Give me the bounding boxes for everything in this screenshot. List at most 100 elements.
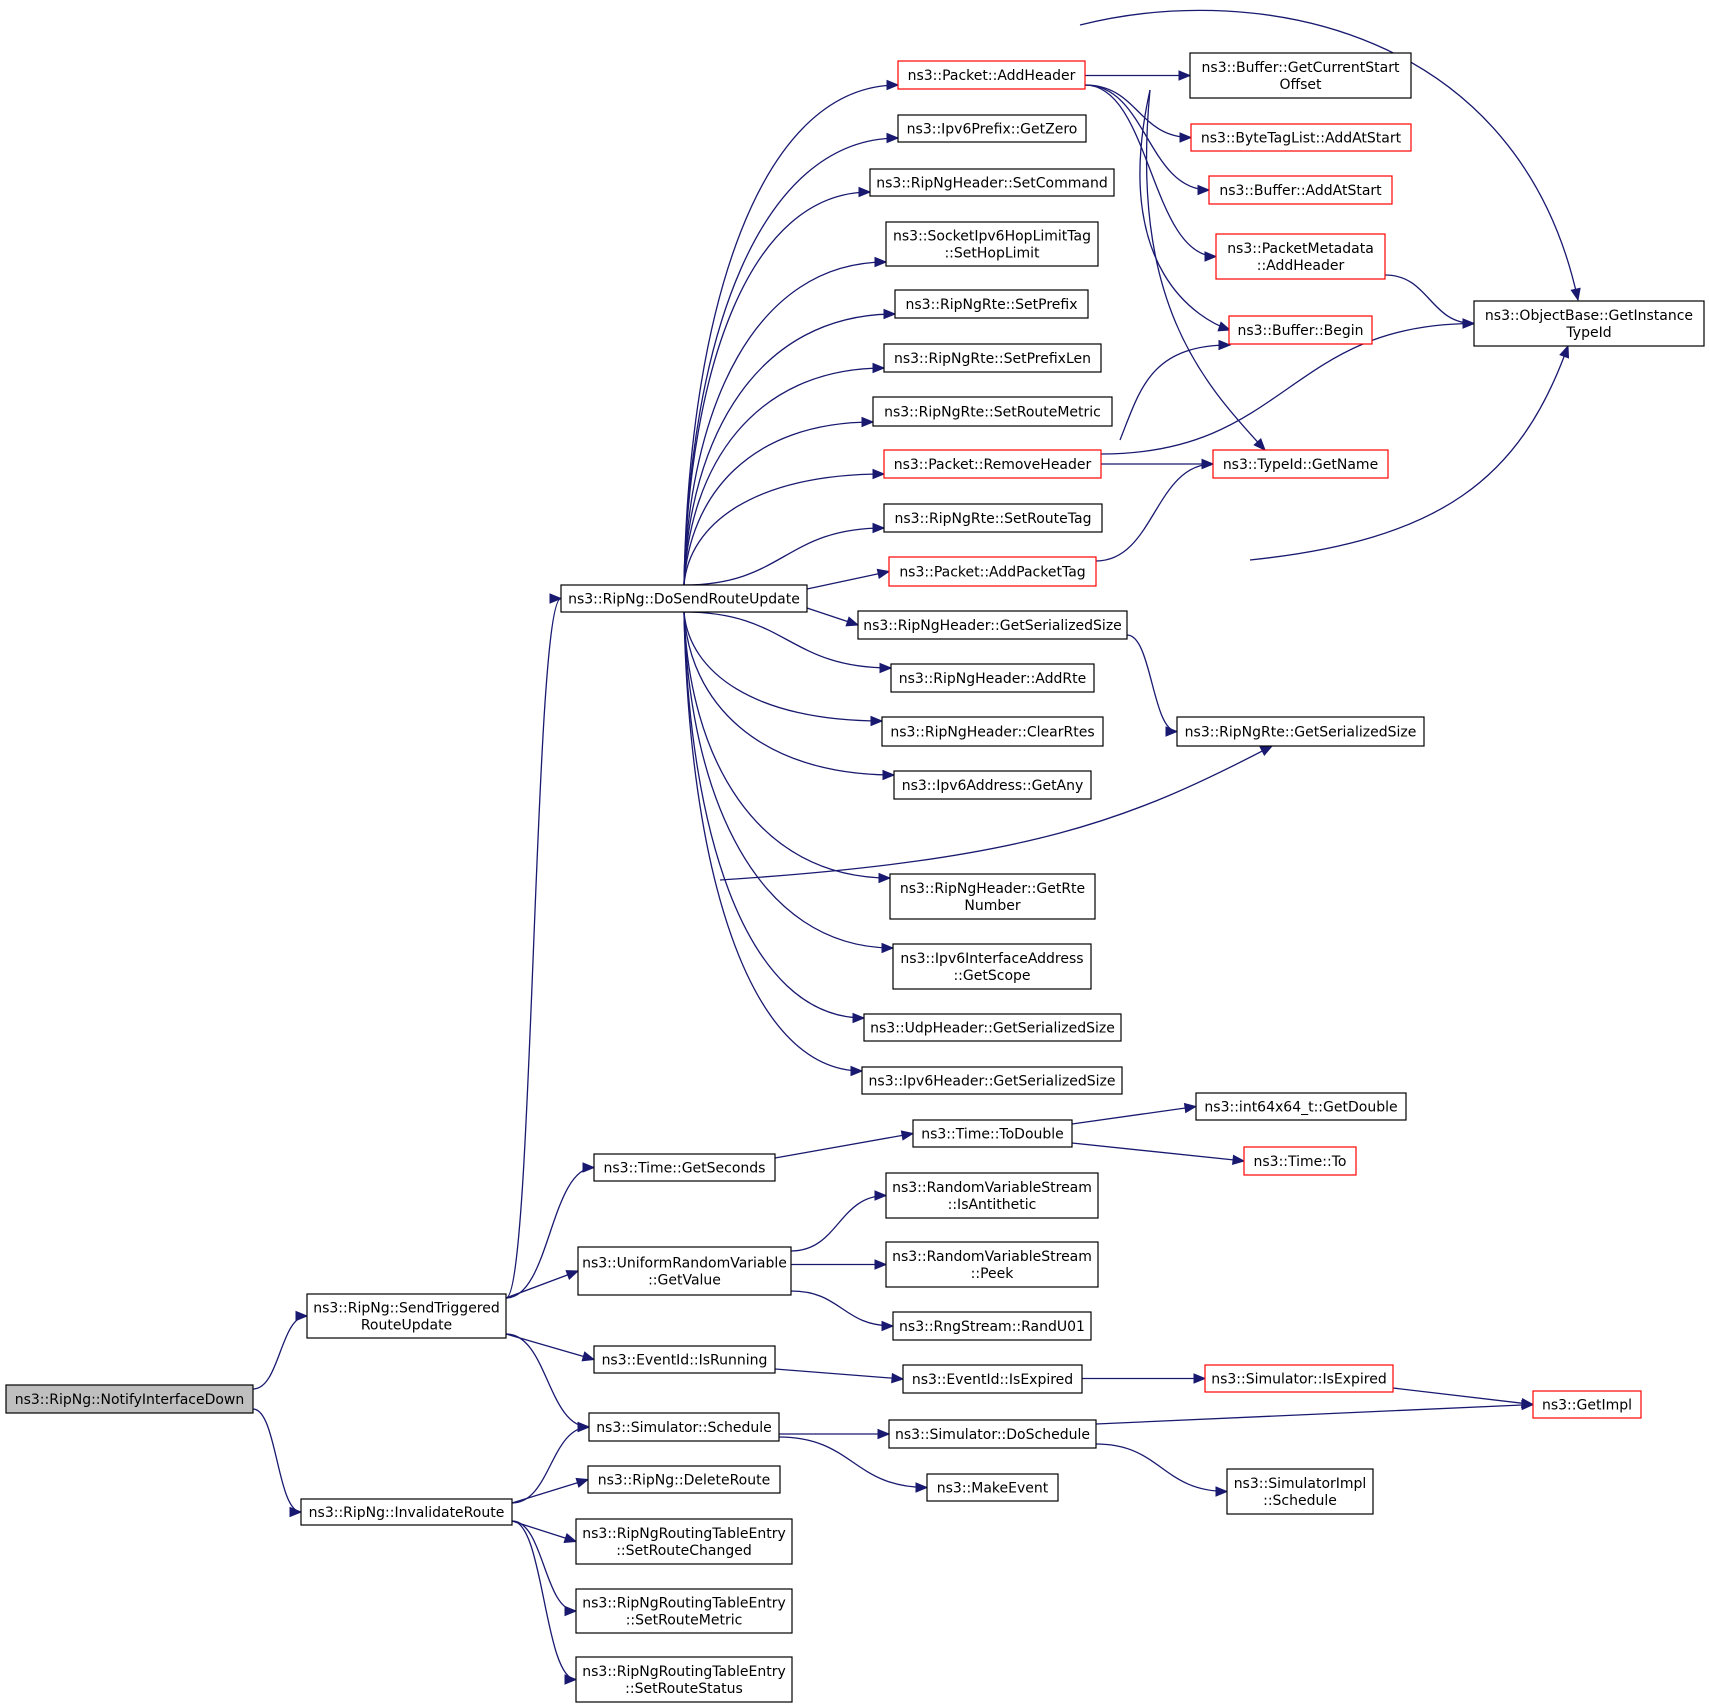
edge-doSend-to-addHeader [683, 79, 900, 586]
edge-notify-to-sendTriggered [252, 1310, 309, 1390]
edge-doSend-to-getRteNumber [683, 611, 892, 884]
edge-line [511, 1520, 577, 1681]
node-setCommand[interactable]: ns3::RipNgHeader::SetCommand [869, 168, 1115, 197]
node-box [857, 610, 1128, 640]
node-doSchedule[interactable]: ns3::Simulator::DoSchedule [888, 1419, 1097, 1449]
edge-arrowhead [874, 256, 888, 268]
node-makeEvent[interactable]: ns3::MakeEvent [926, 1473, 1059, 1502]
edge-line [1126, 634, 1178, 733]
node-randU01[interactable]: ns3::RngStream::RandU01 [892, 1311, 1092, 1341]
edge-doSend-to-setHopLimit [683, 256, 888, 586]
edge-arrowhead [883, 308, 897, 320]
node-box [560, 584, 808, 613]
node-notify[interactable]: ns3::RipNg::NotifyInterfaceDown [5, 1384, 254, 1414]
node-box [883, 343, 1102, 373]
edge-doSend-to-clearRtes [683, 611, 884, 727]
node-implSchedule[interactable]: ns3::SimulatorImpl::Schedule [1226, 1468, 1374, 1515]
node-getDouble[interactable]: ns3::int64x64_t::GetDouble [1195, 1092, 1407, 1121]
node-setRouteStatus[interactable]: ns3::RipNgRoutingTableEntry::SetRouteSta… [575, 1656, 793, 1703]
node-uniformGetValue[interactable]: ns3::UniformRandomVariable::GetValue [577, 1246, 792, 1296]
edge-simIsExpired-to-getImpl [1392, 1387, 1535, 1409]
node-box [883, 449, 1102, 479]
node-peek[interactable]: ns3::RandomVariableStream::Peek [885, 1241, 1099, 1288]
node-clearRtes[interactable]: ns3::RipNgHeader::ClearRtes [881, 716, 1104, 747]
node-box [912, 1119, 1073, 1148]
node-label: ns3::RipNgHeader::GetSerializedSize [863, 618, 1122, 634]
edge-arrowhead [886, 132, 900, 144]
node-setPrefix[interactable]: ns3::RipNgRte::SetPrefix [894, 289, 1089, 319]
node-getSeconds[interactable]: ns3::Time::GetSeconds [593, 1153, 776, 1182]
node-box [593, 1345, 776, 1374]
edge-line [1139, 89, 1231, 331]
node-label: ns3::RipNgRte::SetPrefixLen [894, 351, 1091, 367]
node-label: RouteUpdate [361, 1318, 452, 1334]
node-label: ::SetRouteMetric [626, 1613, 743, 1629]
node-byteTagAddAtStart[interactable]: ns3::ByteTagList::AddAtStart [1190, 123, 1412, 152]
node-label: TypeId [1565, 325, 1611, 341]
node-getScope[interactable]: ns3::Ipv6InterfaceAddress::GetScope [892, 943, 1092, 990]
node-simSchedule[interactable]: ns3::Simulator::Schedule [588, 1412, 780, 1442]
node-setRouteTag[interactable]: ns3::RipNgRte::SetRouteTag [883, 503, 1103, 533]
node-ipv6GetSerialized[interactable]: ns3::Ipv6Header::GetSerializedSize [861, 1066, 1123, 1095]
edge-line [683, 261, 887, 586]
edge-sendTriggered-to-uniformGetValue [505, 1270, 580, 1299]
node-setRouteMetricRte[interactable]: ns3::RipNgRte::SetRouteMetric [872, 396, 1113, 427]
node-pmAddHeader[interactable]: ns3::PacketMetadata::AddHeader [1215, 233, 1386, 280]
node-getZero[interactable]: ns3::Ipv6Prefix::GetZero [897, 114, 1087, 143]
node-addHeader[interactable]: ns3::Packet::AddHeader [897, 60, 1086, 90]
edge-line [774, 1132, 914, 1159]
node-isAntithetic[interactable]: ns3::RandomVariableStream::IsAntithetic [885, 1172, 1099, 1219]
node-invalidate[interactable]: ns3::RipNg::InvalidateRoute [300, 1498, 513, 1526]
node-isRunning[interactable]: ns3::EventId::IsRunning [593, 1345, 776, 1374]
edge-doSend-to-setRouteMetricRte [683, 416, 875, 586]
node-setHopLimit[interactable]: ns3::SocketIpv6HopLimitTag::SetHopLimit [885, 221, 1099, 267]
node-simIsExpired[interactable]: ns3::Simulator::IsExpired [1204, 1364, 1394, 1393]
node-label: ::GetValue [648, 1273, 721, 1289]
node-label: ns3::Simulator::DoSchedule [895, 1427, 1090, 1443]
node-getImpl[interactable]: ns3::GetImpl [1532, 1390, 1642, 1419]
node-box [890, 663, 1095, 693]
node-bufBegin[interactable]: ns3::Buffer::Begin [1228, 315, 1373, 345]
node-hdrGetSerialized[interactable]: ns3::RipNgHeader::GetSerializedSize [857, 610, 1128, 640]
edge-arrowhead [874, 1190, 888, 1201]
node-setPrefixLen[interactable]: ns3::RipNgRte::SetPrefixLen [883, 343, 1102, 373]
node-rteGetSerialized[interactable]: ns3::RipNgRte::GetSerializedSize [1176, 716, 1425, 747]
edge-removeHeader-to-bufBegin [1119, 339, 1232, 441]
node-removeHeader[interactable]: ns3::Packet::RemoveHeader [883, 449, 1102, 479]
node-box [897, 60, 1086, 90]
node-eventIsExpired[interactable]: ns3::EventId::IsExpired [902, 1364, 1083, 1394]
node-box [892, 943, 1092, 990]
node-addPacketTag[interactable]: ns3::Packet::AddPacketTag [888, 556, 1097, 587]
edge-arrowhead [575, 1477, 590, 1488]
node-label: ns3::RipNgHeader::AddRte [899, 671, 1086, 687]
edge-doSend-to-removeHeader [683, 468, 886, 586]
node-label: ::SetRouteChanged [616, 1543, 752, 1559]
node-typeIdGetName[interactable]: ns3::TypeId::GetName [1212, 449, 1389, 479]
node-setRouteMetricEntry[interactable]: ns3::RipNgRoutingTableEntry::SetRouteMet… [575, 1588, 793, 1634]
edge-addPacketTag-to-getInstanceTypeId [1249, 344, 1570, 561]
edge-line [505, 1270, 579, 1299]
node-udpGetSerialized[interactable]: ns3::UdpHeader::GetSerializedSize [863, 1013, 1122, 1042]
edge-doSend-to-udpGetSerialized [683, 611, 866, 1024]
node-getAny[interactable]: ns3::Ipv6Address::GetAny [893, 770, 1092, 800]
node-box [1195, 1092, 1407, 1121]
node-label: Offset [1279, 77, 1322, 93]
node-setRouteChanged[interactable]: ns3::RipNgRoutingTableEntry::SetRouteCha… [575, 1518, 793, 1565]
edge-line [683, 367, 885, 586]
node-label: ::SetRouteStatus [625, 1681, 743, 1697]
node-bufAddAtStart[interactable]: ns3::Buffer::AddAtStart [1208, 175, 1393, 205]
edge-arrowhead [1197, 184, 1211, 196]
node-toDouble[interactable]: ns3::Time::ToDouble [912, 1119, 1073, 1148]
node-deleteRoute[interactable]: ns3::RipNg::DeleteRoute [587, 1465, 781, 1494]
node-doSend[interactable]: ns3::RipNg::DoSendRouteUpdate [560, 584, 808, 613]
node-timeTo[interactable]: ns3::Time::To [1243, 1146, 1357, 1176]
node-addRte[interactable]: ns3::RipNgHeader::AddRte [890, 663, 1095, 693]
node-label: ns3::Simulator::Schedule [596, 1420, 772, 1436]
edge-arrowhead [1204, 251, 1218, 262]
edge-removeHeader-to-getInstanceTypeId [1100, 318, 1476, 455]
edge-arrowhead [295, 1310, 309, 1322]
